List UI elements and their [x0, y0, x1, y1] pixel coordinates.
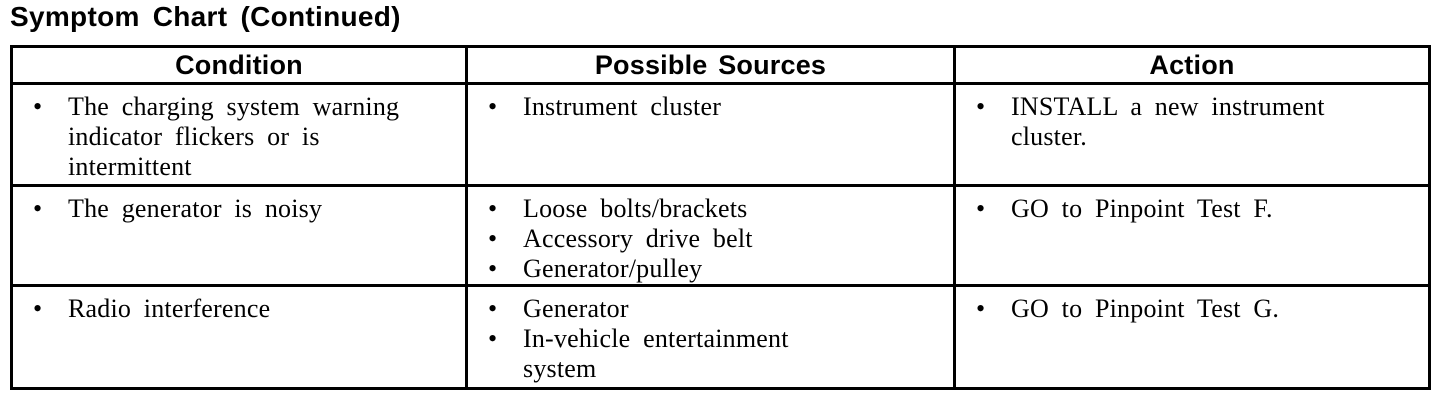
cell-sources-row3: • Generator • In-vehicle entertainment s…: [465, 284, 956, 390]
list-item: • The charging system warning indicator …: [33, 92, 453, 182]
table-row: • The charging system warning indicator …: [10, 82, 1431, 187]
table-header-row: Condition Possible Sources Action: [10, 45, 1431, 85]
condition-text: The charging system warning indicator fl…: [68, 92, 400, 181]
bullet-icon: •: [33, 294, 43, 323]
list-item: • In-vehicle entertainment system: [488, 324, 941, 384]
bullet-icon: •: [488, 194, 498, 223]
source-text: Loose bolts/brackets: [523, 194, 748, 223]
cell-condition-row3: • Radio interference: [10, 284, 468, 390]
table-row: • The generator is noisy • Loose bolts/b…: [10, 184, 1431, 287]
condition-text: Radio interference: [68, 294, 271, 323]
condition-text: The generator is noisy: [68, 194, 323, 223]
bullet-icon: •: [33, 194, 43, 223]
action-text: GO to Pinpoint Test F.: [1011, 194, 1273, 223]
list-item: • GO to Pinpoint Test F.: [976, 194, 1416, 224]
bullet-icon: •: [488, 92, 498, 121]
list-item: • Radio interference: [33, 294, 453, 324]
page-title: Symptom Chart (Continued): [10, 1, 401, 32]
cell-action-row1: • INSTALL a new instrument cluster.: [953, 82, 1431, 187]
source-text: Accessory drive belt: [523, 224, 753, 253]
bullet-icon: •: [976, 294, 986, 323]
list-item: • Loose bolts/brackets: [488, 194, 941, 224]
source-text: Generator: [523, 294, 629, 323]
action-text: GO to Pinpoint Test G.: [1011, 294, 1280, 323]
cell-action-row2: • GO to Pinpoint Test F.: [953, 184, 1431, 287]
list-item: • Generator/pulley: [488, 254, 941, 284]
bullet-icon: •: [488, 224, 498, 253]
cell-condition-row2: • The generator is noisy: [10, 184, 468, 287]
list-item: • Instrument cluster: [488, 92, 941, 122]
list-item: • GO to Pinpoint Test G.: [976, 294, 1416, 324]
bullet-icon: •: [33, 92, 43, 121]
cell-sources-row1: • Instrument cluster: [465, 82, 956, 187]
action-text: INSTALL a new instrument cluster.: [1011, 92, 1325, 151]
list-item: • INSTALL a new instrument cluster.: [976, 92, 1416, 152]
bullet-icon: •: [976, 92, 986, 121]
bullet-icon: •: [976, 194, 986, 223]
cell-sources-row2: • Loose bolts/brackets • Accessory drive…: [465, 184, 956, 287]
list-item: • Accessory drive belt: [488, 224, 941, 254]
column-header-possible-sources: Possible Sources: [465, 45, 956, 85]
column-header-action: Action: [953, 45, 1431, 85]
column-header-condition: Condition: [10, 45, 468, 85]
list-item: • Generator: [488, 294, 941, 324]
list-item: • The generator is noisy: [33, 194, 453, 224]
table-row: • Radio interference • Generator • In-ve…: [10, 284, 1431, 390]
bullet-icon: •: [488, 254, 498, 283]
source-text: In-vehicle entertainment system: [523, 324, 789, 383]
symptom-chart-table: Condition Possible Sources Action • The …: [10, 45, 1431, 390]
bullet-icon: •: [488, 324, 498, 353]
bullet-icon: •: [488, 294, 498, 323]
cell-action-row3: • GO to Pinpoint Test G.: [953, 284, 1431, 390]
source-text: Instrument cluster: [523, 92, 722, 121]
cell-condition-row1: • The charging system warning indicator …: [10, 82, 468, 187]
source-text: Generator/pulley: [523, 254, 703, 283]
